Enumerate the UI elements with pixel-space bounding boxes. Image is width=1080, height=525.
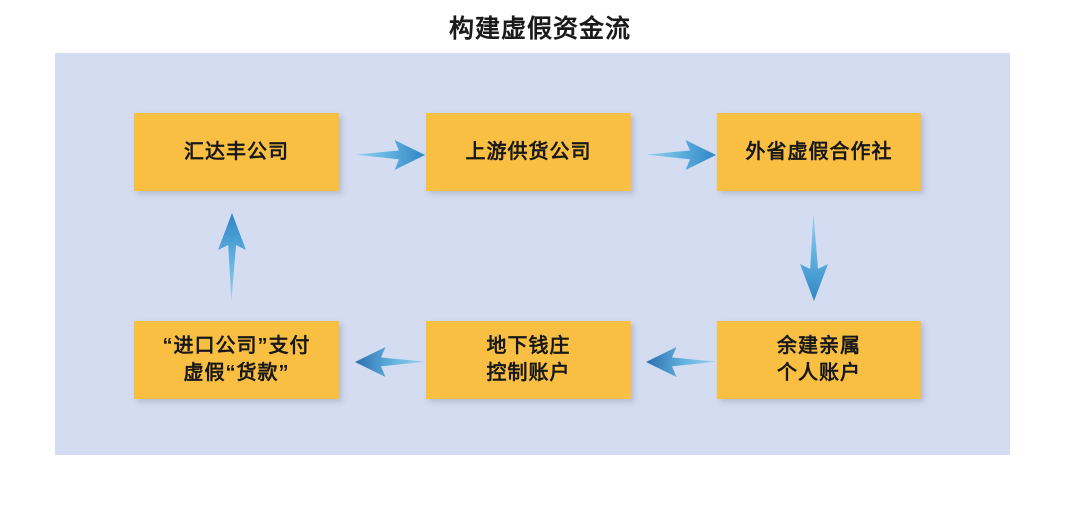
node-label-line: 外省虚假合作社 [745, 140, 893, 163]
node-out-of-province-fake-coop[interactable]: 外省虚假合作社 [717, 113, 921, 191]
arrow-left-icon [646, 345, 718, 379]
node-label-line: 上游供货公司 [465, 140, 592, 163]
node-label-line: 虚假“货款” [183, 362, 290, 384]
node-import-company-fake-payment[interactable]: “进口公司”支付 虚假“货款” [134, 321, 339, 399]
arrow-right-icon [646, 138, 718, 172]
node-label-line: 余建亲属 [777, 335, 861, 357]
page-title: 构建虚假资金流 [448, 15, 631, 43]
node-yujian-relative-account[interactable]: 余建亲属 个人账户 [717, 321, 921, 399]
node-label-line: 地下钱庄 [486, 335, 571, 357]
node-label-line: 控制账户 [486, 362, 571, 384]
arrow-up-icon [215, 213, 249, 303]
arrow-right-icon [355, 138, 427, 172]
node-huidafeng-company[interactable]: 汇达丰公司 [134, 113, 339, 191]
arrow-down-icon [797, 213, 831, 303]
arrow-left-icon [355, 345, 427, 379]
node-label-line: 个人账户 [777, 362, 861, 384]
node-underground-bank-account[interactable]: 地下钱庄 控制账户 [426, 321, 631, 399]
node-label-line: “进口公司”支付 [162, 335, 311, 357]
node-label-line: 汇达丰公司 [184, 140, 289, 163]
node-upstream-supplier[interactable]: 上游供货公司 [426, 113, 631, 191]
